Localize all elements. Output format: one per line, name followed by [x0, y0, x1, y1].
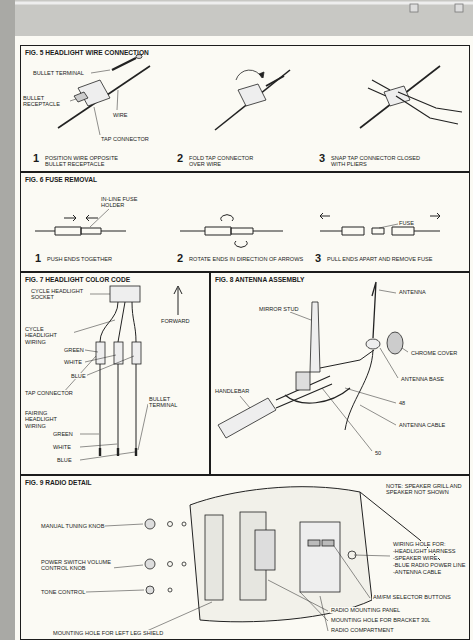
figure-panel: FIG. 8 ANTENNA ASSEMBLY [210, 272, 470, 475]
part-label: WIRE [112, 112, 129, 118]
part-label: RADIO MOUNTING PANEL [330, 607, 401, 613]
part-label: BULLET RECEPTACLE [22, 95, 70, 108]
part-label: CYCLE HEADLIGHT WIRING [24, 326, 74, 345]
part-label: -BLUE RADIO POWER LINE [392, 562, 466, 568]
part-label: NOTE: SPEAKER GRILL AND SPEAKER NOT SHOW… [385, 483, 469, 496]
part-label: BULLET TERMINAL [32, 70, 85, 76]
part-label: -SPEAKER WIRE [392, 555, 438, 561]
part-label: POWER SWITCH VOLUME CONTROL KNOB [40, 559, 114, 572]
part-label: CYCLE HEADLIGHT SOCKET [30, 288, 90, 301]
part-label: MOUNTING HOLE FOR LEFT LEG SHIELD [52, 630, 164, 636]
part-label: TAP CONNECTOR [24, 390, 74, 396]
part-label: -ANTENNA CABLE [392, 569, 442, 575]
part-label: PULL ENDS APART AND REMOVE FUSE [326, 256, 433, 262]
step-number: 1 [34, 252, 42, 265]
part-label: -HEADLIGHT HARNESS [392, 548, 456, 554]
figure-panel: FIG. 7 HEADLIGHT COLOR CODE [20, 272, 210, 475]
part-label: BLUE [70, 373, 87, 379]
part-label: MANUAL TUNING KNOB [40, 523, 105, 529]
part-label: MOUNTING HOLE FOR BRACKET 30L [330, 617, 431, 623]
figure-heading: FIG. 5 HEADLIGHT WIRE CONNECTION [25, 49, 149, 56]
part-label: GREEN [52, 431, 74, 437]
part-label: ANTENNA CABLE [398, 422, 446, 428]
part-label: PUSH ENDS TOGETHER [46, 256, 113, 262]
part-label: WIRING HOLE FOR: [392, 541, 447, 547]
figure-heading: FIG. 8 ANTENNA ASSEMBLY [215, 276, 305, 283]
figure-panel: FIG. 5 HEADLIGHT WIRE CONNECTION [20, 45, 470, 172]
part-label: 48 [398, 400, 406, 406]
part-label: WHITE [52, 444, 72, 450]
part-label: ROTATE ENDS IN DIRECTION OF ARROWS [188, 256, 304, 262]
part-label: TONE CONTROL [40, 589, 86, 595]
part-label: WHITE [63, 359, 83, 365]
figure-heading: FIG. 7 HEADLIGHT COLOR CODE [25, 276, 130, 283]
part-label: FOLD TAP CONNECTOR OVER WIRE [188, 155, 270, 168]
part-label: SNAP TAP CONNECTOR CLOSED WITH PLIERS [330, 155, 424, 168]
part-label: CHROME COVER [410, 350, 458, 356]
part-label: 50 [374, 450, 382, 456]
part-label: ANTENNA [398, 289, 427, 295]
part-label: GREEN [63, 347, 85, 353]
part-label: AM/FM SELECTOR BUTTONS [372, 594, 452, 600]
part-label: MIRROR STUD [258, 306, 299, 312]
part-label: HANDLEBAR [214, 388, 250, 394]
step-number: 3 [318, 152, 326, 165]
part-label: BULLET TERMINAL [148, 396, 190, 409]
step-number: 2 [176, 252, 184, 265]
figure-heading: FIG. 6 FUSE REMOVAL [25, 176, 97, 183]
part-label: FUSE [398, 220, 415, 226]
figure-heading: FIG. 9 RADIO DETAIL [25, 479, 92, 486]
step-number: 1 [32, 152, 40, 165]
part-label: IN-LINE FUSE HOLDER [100, 196, 142, 209]
part-label: BLUE [56, 457, 73, 463]
part-label: FAIRING HEADLIGHT WIRING [24, 410, 80, 429]
part-label: FORWARD [160, 318, 191, 324]
part-label: ANTENNA BASE [400, 376, 445, 382]
step-number: 2 [176, 152, 184, 165]
part-label: POSITION WIRE OPPOSITE BULLET RECEPTACLE [44, 155, 138, 168]
part-label: RADIO COMPARTMENT [330, 627, 395, 633]
step-number: 3 [314, 252, 322, 265]
part-label: TAP CONNECTOR [100, 136, 150, 142]
